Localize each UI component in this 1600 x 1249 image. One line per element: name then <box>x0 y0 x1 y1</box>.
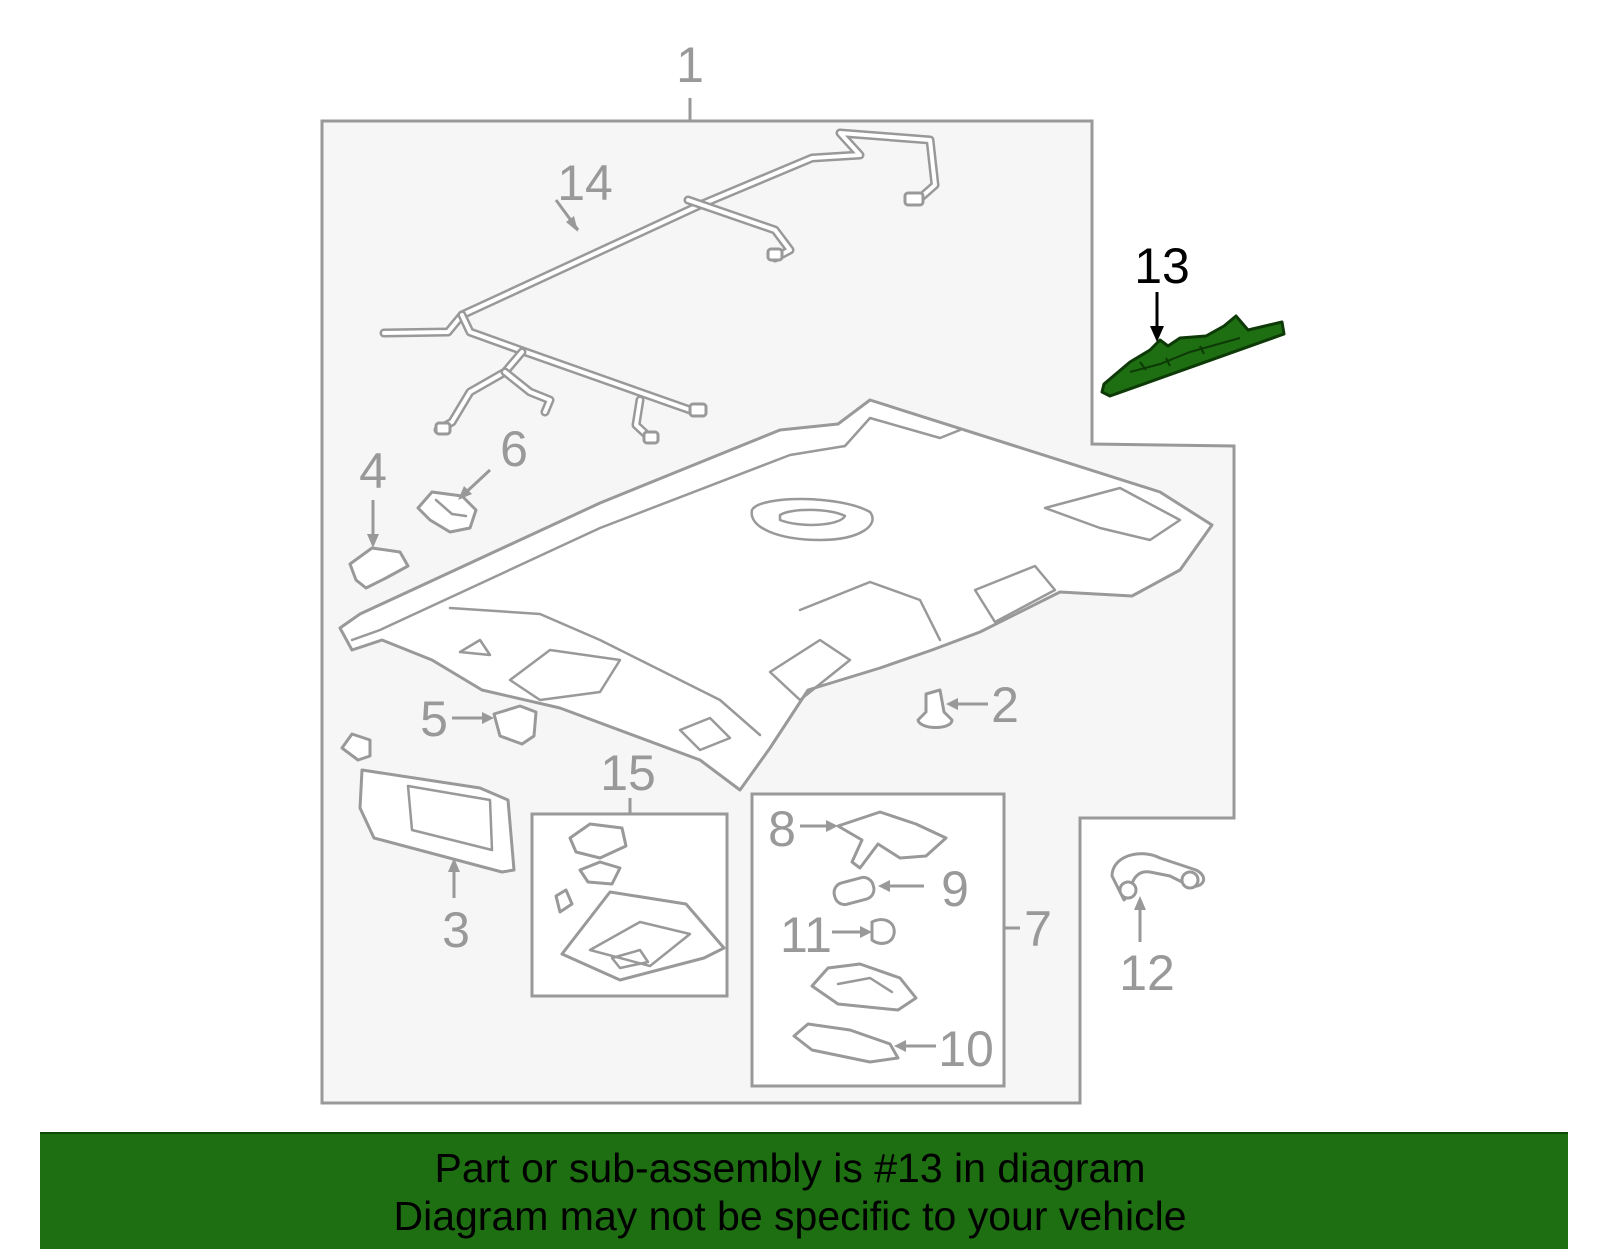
callout-8[interactable]: 8 <box>768 801 796 857</box>
callout-2[interactable]: 2 <box>991 677 1019 733</box>
part-3-sun-visor[interactable] <box>340 732 516 874</box>
part-4-clip[interactable] <box>348 546 410 590</box>
part-12-grab-handle[interactable] <box>1110 852 1206 902</box>
callout-13[interactable]: 13 <box>1134 238 1190 294</box>
arrow-9 <box>878 880 890 892</box>
arrow-11 <box>860 926 872 938</box>
part-7-lamp-housing[interactable] <box>810 962 918 1012</box>
callout-12[interactable]: 12 <box>1119 945 1175 1001</box>
arrow-5 <box>482 712 494 724</box>
arrow-13 <box>1150 326 1164 342</box>
callout-7[interactable]: 7 <box>1024 901 1052 957</box>
arrow-3 <box>448 858 460 872</box>
callout-9[interactable]: 9 <box>941 861 969 917</box>
arrow-12 <box>1134 896 1146 910</box>
banner-part-note: Part or sub-assembly is #13 in diagram <box>434 1145 1146 1191</box>
part-1-headliner[interactable] <box>338 398 1214 792</box>
callout-15[interactable]: 15 <box>600 745 656 801</box>
callout-11[interactable]: 11 <box>780 907 832 963</box>
banner-disclaimer: Diagram may not be specific to your vehi… <box>393 1193 1187 1239</box>
part-10-lens[interactable] <box>792 1022 900 1064</box>
callout-4[interactable]: 4 <box>359 443 387 499</box>
part-13-highlighted[interactable] <box>1100 314 1286 398</box>
callout-5[interactable]: 5 <box>420 691 448 747</box>
part-6-bracket[interactable] <box>416 490 478 534</box>
arrow-4 <box>367 534 379 548</box>
arrow-6 <box>458 486 472 500</box>
info-banner: Part or sub-assembly is #13 in diagram D… <box>40 1132 1568 1249</box>
part-2-retainer[interactable] <box>916 688 954 729</box>
part-14-wiring-harness[interactable] <box>379 128 940 445</box>
callout-3[interactable]: 3 <box>442 902 470 958</box>
part-15-console[interactable] <box>554 822 726 982</box>
arrow-2 <box>946 698 958 710</box>
part-5-cover[interactable] <box>492 704 538 746</box>
callout-10[interactable]: 10 <box>938 1021 994 1077</box>
arrow-10 <box>894 1040 906 1052</box>
part-9-bulb[interactable] <box>832 875 876 907</box>
callout-1[interactable]: 1 <box>676 37 704 93</box>
part-11-bulb[interactable] <box>870 918 896 945</box>
arrow-14 <box>566 216 578 232</box>
part-8-frame[interactable] <box>836 810 948 870</box>
callout-6[interactable]: 6 <box>500 421 528 477</box>
arrow-8 <box>826 820 838 832</box>
callout-14[interactable]: 14 <box>557 155 613 211</box>
